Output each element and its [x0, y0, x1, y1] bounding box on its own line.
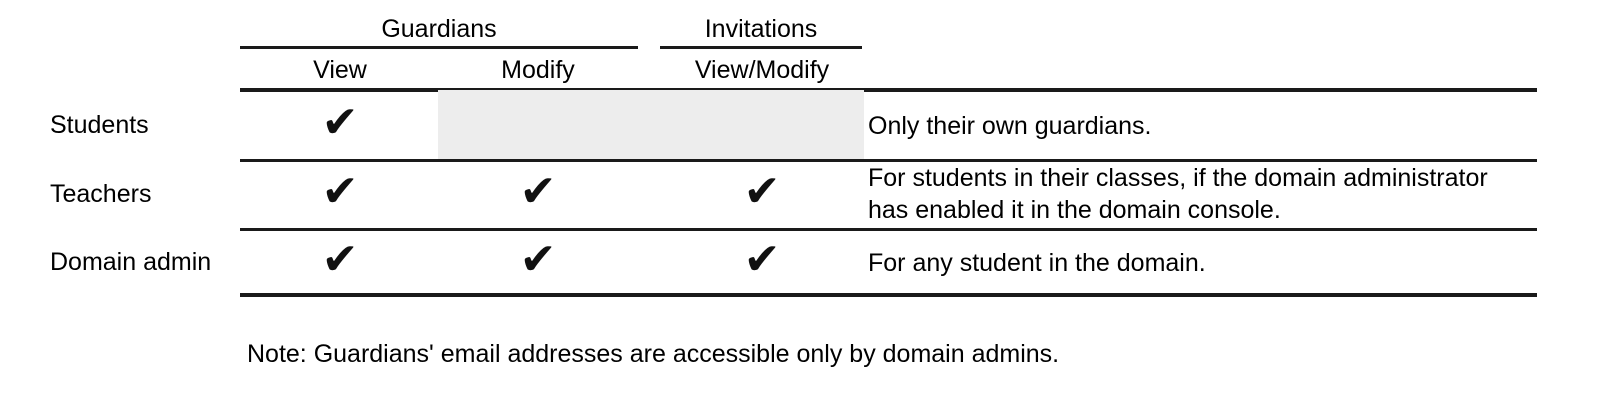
row-header-domain-admin: Domain admin: [50, 248, 212, 276]
table-rule-bottom: [240, 293, 1537, 297]
checkmark-icon-students-guardians-view: ✔: [321, 97, 359, 148]
checkmark-icon-domain-admin-guardians-view: ✔: [321, 234, 359, 285]
note-teachers-line-1: For students in their classes, if the do…: [868, 164, 1488, 192]
note-students: Only their own guardians.: [868, 110, 1528, 142]
note-domain-admin: For any student in the domain.: [868, 247, 1528, 279]
column-header-guardians-modify: Modify: [501, 56, 575, 84]
note-teachers-line-2: has enabled it in the domain console.: [868, 196, 1281, 224]
checkmark-icon-domain-admin-guardians-modify: ✔: [519, 234, 557, 285]
column-header-invitations-view-modify: View/Modify: [694, 56, 830, 84]
note-students-line-1: Only their own guardians.: [868, 112, 1152, 140]
checkmark-icon-teachers-invitations-view-modify: ✔: [743, 166, 781, 217]
row-header-students: Students: [50, 111, 149, 139]
note-teachers: For students in their classes, if the do…: [868, 162, 1528, 226]
checkmark-icon-teachers-guardians-view: ✔: [321, 166, 359, 217]
column-group-header-invitations: Invitations: [704, 15, 818, 43]
checkmark-icon-students-guardians-modify: [508, 100, 568, 146]
checkmark-icon-students-invitations-view-modify: [732, 100, 792, 146]
group-rule-guardians: [240, 46, 638, 49]
checkmark-icon-domain-admin-invitations-view-modify: ✔: [743, 234, 781, 285]
table-rule-row-1: [240, 159, 1537, 162]
column-header-guardians-view: View: [313, 56, 367, 84]
table-footnote: Note: Guardians' email addresses are acc…: [247, 340, 1060, 368]
group-rule-invitations: [660, 46, 862, 49]
table-rule-header-bottom: [240, 88, 1537, 92]
table-rule-row-2: [240, 228, 1537, 231]
row-header-teachers: Teachers: [50, 180, 152, 208]
cell-students-not-applicable: [438, 90, 864, 160]
note-domain-admin-line-1: For any student in the domain.: [868, 249, 1206, 277]
checkmark-icon-teachers-guardians-modify: ✔: [519, 166, 557, 217]
column-group-header-guardians: Guardians: [381, 15, 497, 43]
